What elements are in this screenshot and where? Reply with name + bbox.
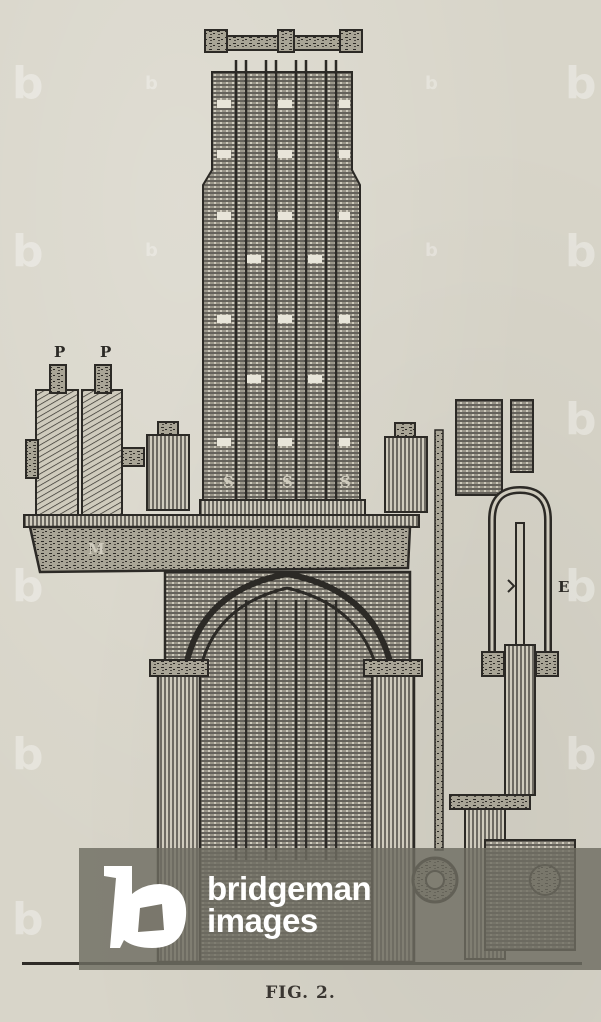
watermark-glyph: b — [12, 58, 44, 109]
column-tower — [199, 60, 366, 523]
watermark-glyph: b — [145, 73, 158, 94]
label-m: M — [88, 540, 105, 558]
watermark-glyph: b — [565, 58, 597, 109]
watermark-glyph: b — [145, 240, 158, 261]
watermark-glyph: b — [425, 73, 438, 94]
watermark-glyph: b — [565, 394, 597, 445]
wordmark-line-1: bridgeman — [207, 870, 372, 907]
watermark-glyph: b — [12, 561, 44, 612]
label-e: E — [558, 578, 570, 596]
figure-caption: FIG. 2. — [265, 983, 336, 1003]
watermark-glyph: b — [12, 226, 44, 277]
watermark-glyph: b — [425, 240, 438, 261]
u-tube-e — [481, 485, 559, 796]
watermark-glyph: b — [12, 729, 44, 780]
label-p-right: P — [100, 343, 112, 361]
wordmark-line-2: images — [207, 902, 318, 939]
right-cells — [384, 399, 534, 851]
label-s-3: S — [340, 473, 351, 491]
bridgeman-wordmark: bridgeman images — [207, 870, 372, 939]
bridgeman-logo-icon — [104, 866, 187, 948]
label-p-left: P — [54, 343, 66, 361]
left-cells — [25, 364, 190, 519]
watermark-glyph: b — [565, 226, 597, 277]
label-s-1: S — [223, 473, 234, 491]
top-crossbar — [204, 29, 363, 53]
label-s-2: S — [282, 473, 293, 491]
watermark-glyph: b — [565, 729, 597, 780]
watermark-glyph: b — [12, 894, 44, 945]
watermark-glyph: b — [565, 561, 597, 612]
platform-m — [23, 514, 420, 574]
